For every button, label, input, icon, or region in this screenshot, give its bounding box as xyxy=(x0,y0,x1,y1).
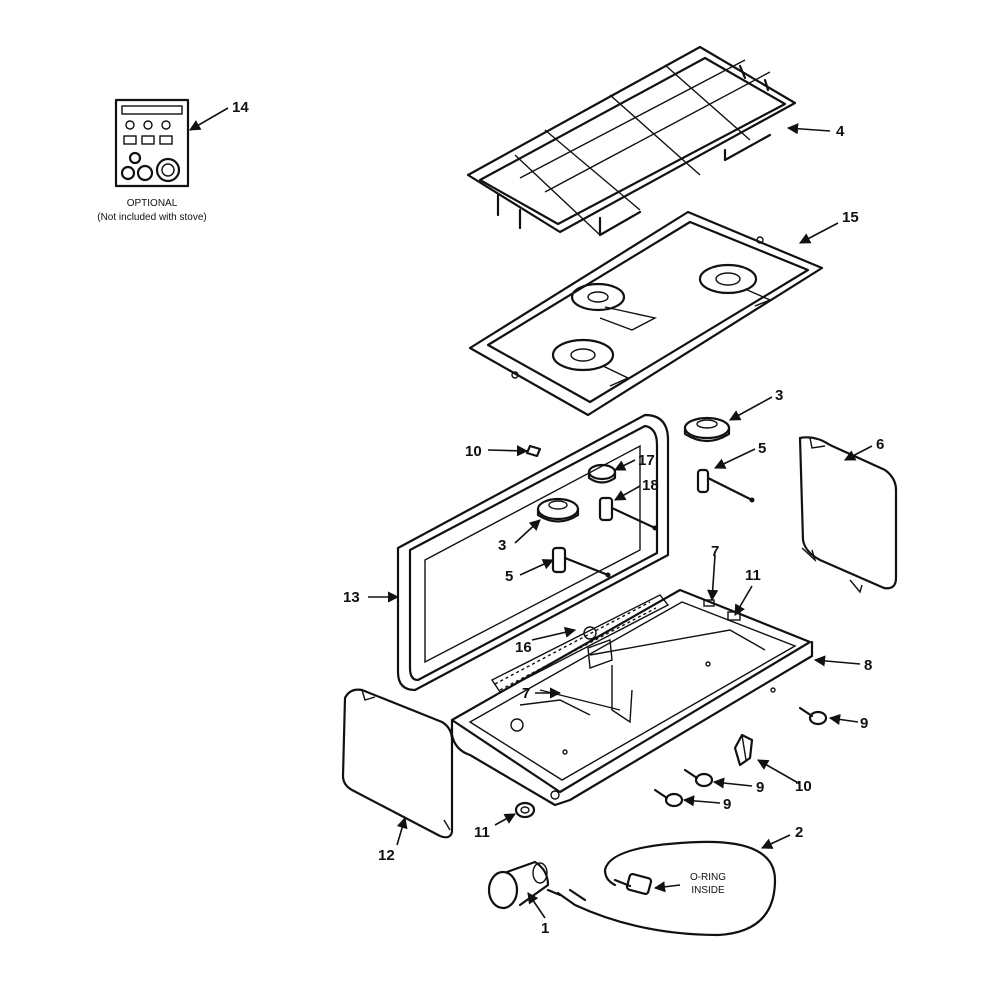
burner-ring-icon xyxy=(551,338,630,387)
left-wind-panel-part xyxy=(341,688,454,839)
not-included-note: (Not included with stove) xyxy=(97,212,207,223)
stove-lid-part xyxy=(396,413,670,692)
callout-9: 9 xyxy=(756,779,764,796)
knob-indicators-icon xyxy=(123,120,173,145)
callout-11: 11 xyxy=(474,824,490,841)
callout-9: 9 xyxy=(860,715,868,732)
burner-circles-icon xyxy=(120,151,181,183)
burner-tube-part xyxy=(551,546,611,578)
burner-top-tray-part xyxy=(468,210,824,417)
callout-3: 3 xyxy=(498,537,506,554)
callout-1: 1 xyxy=(541,920,549,937)
oring-note-line1: O-RING xyxy=(690,872,726,883)
callout-3: 3 xyxy=(775,387,783,404)
callout-10: 10 xyxy=(465,443,482,460)
callout-16: 16 xyxy=(515,639,532,656)
callout-5: 5 xyxy=(505,568,513,585)
callout-12: 12 xyxy=(378,847,395,864)
base-pan-part xyxy=(450,588,814,807)
burner-ring-icon xyxy=(570,282,658,331)
callout-15: 15 xyxy=(842,209,859,226)
callout-8: 8 xyxy=(864,657,872,674)
control-placard-part xyxy=(114,98,190,188)
callout-10: 10 xyxy=(795,778,812,795)
optional-note: OPTIONAL xyxy=(127,198,178,209)
callout-18: 18 xyxy=(642,477,659,494)
screw-part xyxy=(653,788,684,808)
callout-2: 2 xyxy=(795,824,803,841)
screw-part xyxy=(683,768,714,788)
callout-9: 9 xyxy=(723,796,731,813)
callout-7: 7 xyxy=(522,685,530,702)
callout-4: 4 xyxy=(836,123,845,140)
burner-tube-part xyxy=(696,468,755,503)
burner-cap-part xyxy=(683,416,731,443)
right-wind-panel-part xyxy=(798,436,898,594)
callout-5: 5 xyxy=(758,440,766,457)
burner-tube-part xyxy=(598,496,658,531)
clip-part xyxy=(525,444,542,458)
burner-cap-part xyxy=(536,497,580,523)
screw-part xyxy=(798,706,828,726)
regulator-part xyxy=(487,860,562,910)
callout-14: 14 xyxy=(232,99,249,116)
wire-grate-part xyxy=(466,45,797,237)
callout-17: 17 xyxy=(638,452,655,469)
clip-bracket-part xyxy=(733,733,754,767)
oring-note-line2: INSIDE xyxy=(691,885,725,896)
callout-labels: 14 4 15 3 5 6 10 17 18 3 5 13 7 11 16 8 … xyxy=(232,99,884,937)
leader-lines xyxy=(189,107,873,919)
nut-part xyxy=(514,801,536,819)
callout-6: 6 xyxy=(876,436,884,453)
callout-11: 11 xyxy=(745,567,761,584)
callout-7: 7 xyxy=(711,543,719,560)
burner-rail-icon xyxy=(494,601,657,691)
valve-cap-part xyxy=(587,463,617,484)
gas-hose-part xyxy=(556,840,777,937)
callout-13: 13 xyxy=(343,589,360,606)
burner-ring-icon xyxy=(698,263,772,307)
